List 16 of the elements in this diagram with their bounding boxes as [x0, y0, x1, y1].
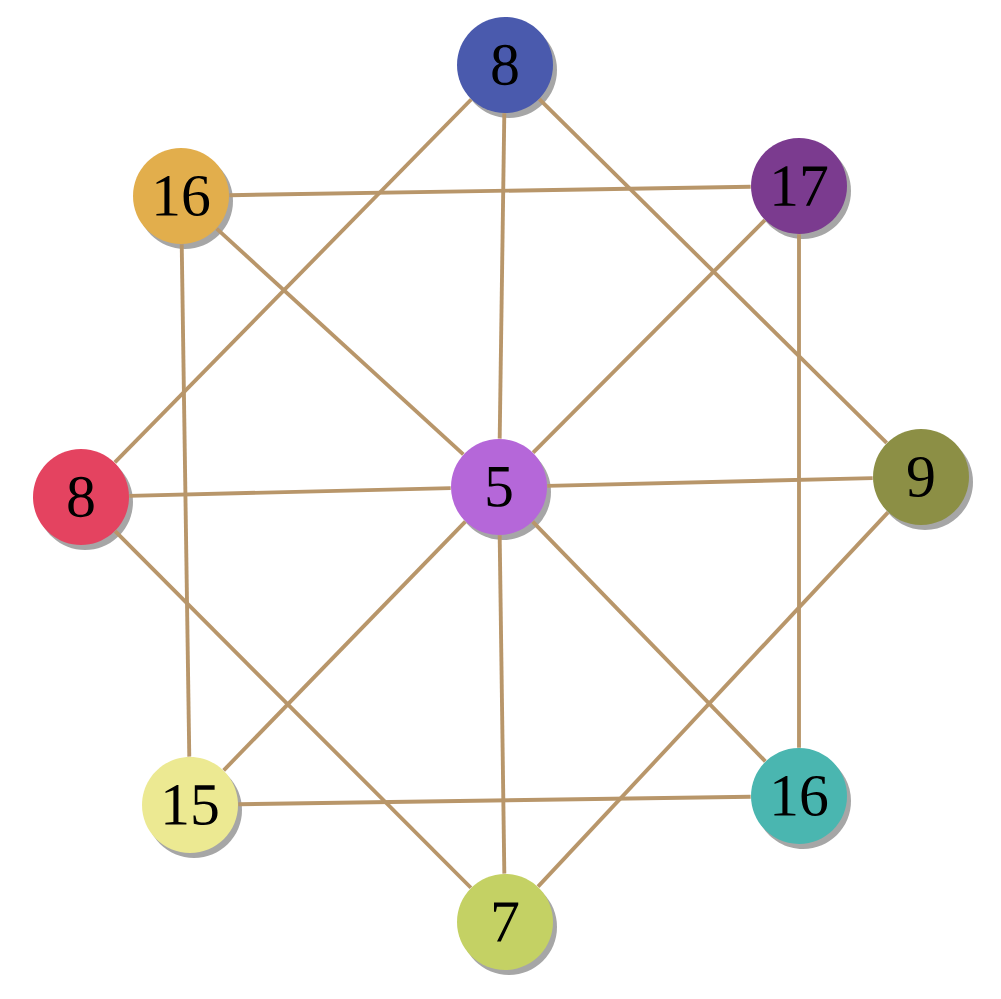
connector-line: [215, 227, 465, 456]
connector-line: [531, 218, 767, 455]
connector-line: [536, 511, 890, 888]
connector-line: [222, 520, 467, 772]
connector-line: [797, 234, 801, 748]
connector-line: [229, 184, 751, 198]
connector-line: [497, 535, 507, 874]
connector-line: [538, 97, 888, 445]
connector-line: [113, 98, 473, 464]
connector-line: [238, 794, 751, 807]
connector-line: [531, 520, 767, 763]
connector-line: [547, 476, 873, 488]
connector-line: [129, 486, 451, 498]
connector-line: [179, 244, 192, 757]
connector-line: [497, 113, 507, 439]
connector-line: [113, 529, 473, 890]
